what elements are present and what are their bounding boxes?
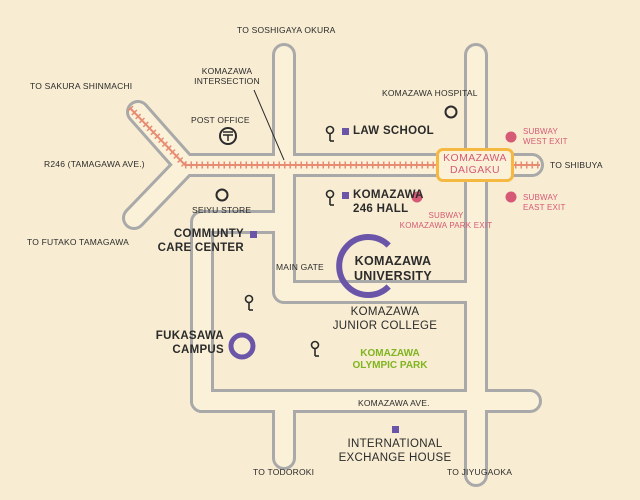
intersection-line1: KOMAZAWA (201, 66, 253, 76)
intersection-label: KOMAZAWA INTERSECTION (182, 66, 272, 87)
junior-college-label: KOMAZAWA JUNIOR COLLEGE (325, 306, 445, 334)
university-line1: KOMAZAWA (354, 254, 432, 268)
west-exit-line2: WEST EXIT (523, 136, 568, 146)
road-label-jiyugaoka: TO JIYUGAOKA (447, 467, 513, 477)
west-exit-line1: SUBWAY (523, 127, 558, 136)
university-ring-icon (336, 234, 391, 298)
hall-line1: KOMAZAWA (353, 189, 424, 201)
key-pin-icon (244, 294, 254, 311)
university-label: KOMAZAWA UNIVERSITY (347, 254, 439, 284)
law-school-label: LAW SCHOOL (353, 125, 434, 137)
park-line1: KOMAZAWA (360, 348, 420, 359)
hospital-label: KOMAZAWA HOSPITAL (382, 88, 478, 98)
road-label-soshigaya: TO SOSHIGAYA OKURA (237, 25, 336, 35)
key-pin-icon (310, 340, 320, 357)
olympic-park-label: KOMAZAWA OLYMPIC PARK (338, 348, 442, 372)
exchange-house-marker (392, 426, 399, 433)
fukasawa-label: FUKASAWA CAMPUS (136, 330, 224, 358)
post-office-label: POST OFFICE (191, 115, 250, 125)
key-pin-icon (325, 125, 335, 142)
community-label: COMMUNTY CARE CENTER (130, 228, 244, 256)
east-exit-line1: SUBWAY (523, 193, 558, 202)
community-line1: COMMUNTY (173, 228, 244, 240)
junior-line1: KOMAZAWA (350, 306, 420, 318)
campus-ring-icon (228, 332, 256, 360)
intersection-pointer (253, 89, 285, 161)
subway-exit-dot-icon (411, 191, 423, 203)
road-label-sakura: TO SAKURA SHINMACHI (30, 81, 133, 91)
post-office-icon (219, 127, 237, 145)
park-exit-line1: SUBWAY (428, 211, 464, 220)
road-label-shibuya: TO SHIBUYA (550, 160, 603, 170)
seiyu-store-icon (215, 188, 229, 202)
station-box[interactable] (436, 148, 514, 182)
exchange-house-label: INTERNATIONAL EXCHANGE HOUSE (330, 438, 460, 466)
park-line2: OLYMPIC PARK (352, 360, 428, 371)
road-label-komazawa-ave: KOMAZAWA AVE. (358, 398, 430, 408)
hall-line2: 246 HALL (353, 202, 409, 215)
hall-label: KOMAZAWA 246 HALL (353, 189, 424, 217)
road-label-todoroki: TO TODOROKI (253, 467, 315, 477)
fukasawa-line1: FUKASAWA (155, 330, 224, 342)
hall-marker (342, 192, 349, 199)
subway-exit-dot-icon (505, 191, 517, 203)
station-line2: DAIGAKU (449, 164, 501, 177)
road-label-futako: TO FUTAKO TAMAGAWA (27, 237, 129, 247)
east-exit-line2: EAST EXIT (523, 202, 566, 212)
road-network (122, 43, 544, 487)
subway-exit-dot-icon (505, 131, 517, 143)
park-exit-label: SUBWAY KOMAZAWA PARK EXIT (384, 211, 508, 230)
station-line1: KOMAZAWA (443, 152, 507, 164)
park-exit-line2: KOMAZAWA PARK EXIT (399, 220, 493, 230)
east-exit-label: SUBWAY EAST EXIT (523, 193, 566, 212)
community-marker (250, 231, 257, 238)
key-pin-icon (325, 189, 335, 206)
intersection-line2: INTERSECTION (194, 75, 260, 86)
station-label[interactable]: KOMAZAWA DAIGAKU (436, 152, 514, 176)
exchange-line2: EXCHANGE HOUSE (338, 451, 452, 464)
hospital-icon (444, 105, 458, 119)
rail-line (127, 105, 540, 169)
road-label-r246: R246 (TAMAGAWA AVE.) (44, 159, 145, 169)
university-line2: UNIVERSITY (353, 269, 432, 283)
fukasawa-line2: CAMPUS (172, 343, 224, 356)
junior-line2: JUNIOR COLLEGE (332, 319, 438, 332)
community-line2: CARE CENTER (157, 241, 244, 254)
exchange-line1: INTERNATIONAL (347, 438, 443, 450)
seiyu-store-label: SEIYU STORE (192, 205, 252, 215)
main-gate-label: MAIN GATE (276, 262, 324, 272)
west-exit-label: SUBWAY WEST EXIT (523, 127, 568, 146)
law-school-marker (342, 128, 349, 135)
